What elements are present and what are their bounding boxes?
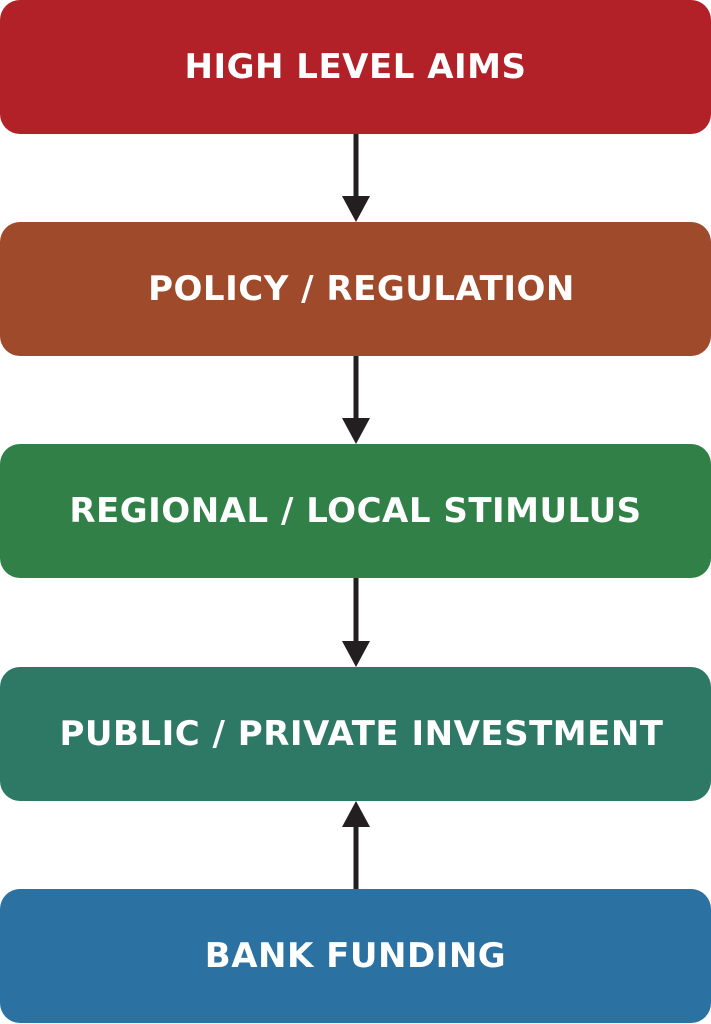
arrow-up-4 xyxy=(340,801,372,889)
box-bank-funding: BANK FUNDING xyxy=(0,889,711,1023)
box-public-private-investment: PUBLIC / PRIVATE INVESTMENT xyxy=(0,667,711,801)
box-policy-regulation: POLICY / REGULATION xyxy=(0,222,711,356)
box-regional-local-stimulus: REGIONAL / LOCAL STIMULUS xyxy=(0,444,711,578)
arrow-down-3 xyxy=(340,578,372,667)
box-label-public-private-investment: PUBLIC / PRIVATE INVESTMENT xyxy=(59,714,664,754)
box-label-regional-local-stimulus: REGIONAL / LOCAL STIMULUS xyxy=(69,491,642,531)
arrow-down-2 xyxy=(340,356,372,444)
box-high-level-aims: HIGH LEVEL AIMS xyxy=(0,0,711,134)
box-label-bank-funding: BANK FUNDING xyxy=(204,936,507,976)
box-label-policy-regulation: POLICY / REGULATION xyxy=(148,269,575,309)
box-label-high-level-aims: HIGH LEVEL AIMS xyxy=(184,47,527,87)
arrow-down-1 xyxy=(340,134,372,222)
